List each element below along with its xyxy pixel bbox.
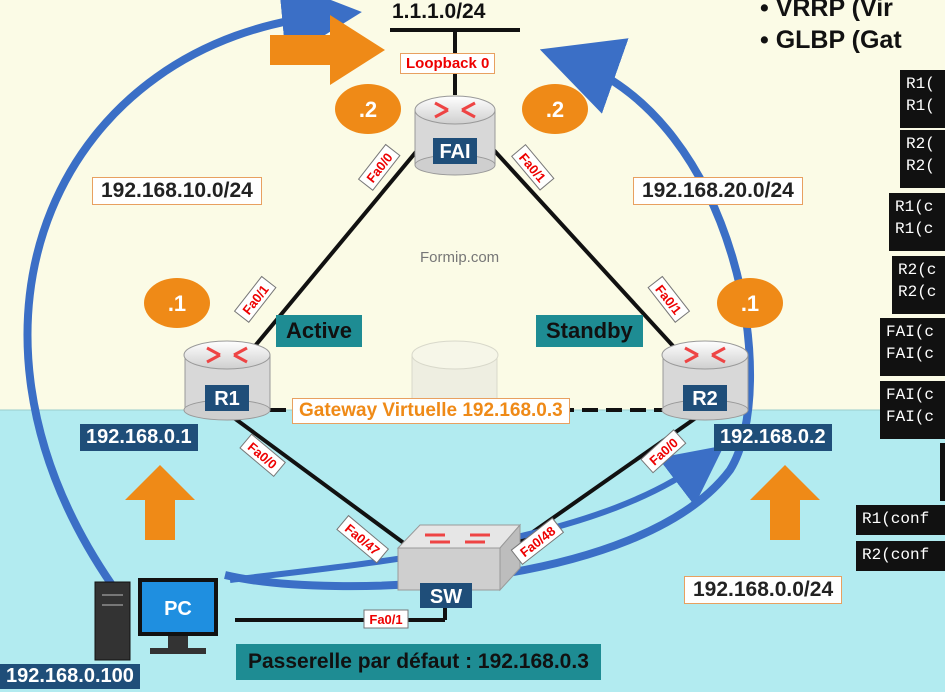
host-id-oval [335, 84, 401, 134]
cli-line: R1( [906, 97, 935, 115]
cli-line: R1( [906, 75, 935, 93]
pc-ip-label: 192.168.0.100 [0, 664, 140, 689]
r1-ip-label: 192.168.0.1 [80, 424, 198, 451]
cli-line: R2(conf [862, 546, 930, 564]
host-id-label: .1 [741, 291, 759, 316]
network-left-label: 192.168.10.0/24 [92, 177, 262, 205]
cli-line: R1(c [895, 198, 934, 216]
network-lan-label: 192.168.0.0/24 [684, 576, 843, 604]
cli-line: R1(c [895, 220, 934, 238]
pc-icon[interactable]: PC [94, 578, 218, 661]
r1-role-badge: Active [276, 315, 363, 347]
cli-line: FAI(c [886, 323, 935, 341]
cli-line: R2(c [898, 261, 937, 279]
cli-line: FAI(c [886, 345, 935, 363]
orange-arrow-r1 [125, 465, 195, 540]
cli-line: R1(conf [862, 510, 930, 528]
cli-line: R2( [906, 157, 935, 175]
cli-line: FAI(c [886, 386, 935, 404]
loopback-label: Loopback 0 [400, 53, 496, 74]
iface-sw-fa01: Fa0/1 [369, 612, 402, 627]
top-subnet-label: 1.1.1.0/24 [392, 0, 486, 23]
orange-arrow-top [270, 15, 385, 85]
r2-role-badge: Standby [536, 315, 643, 347]
arrow-path-left [23, 0, 362, 588]
router-r1-label: R1 [214, 388, 240, 410]
pc-label: PC [164, 598, 192, 620]
default-gateway-label: Passerelle par défaut : 192.168.0.3 [236, 644, 601, 680]
r2-ip-label: 192.168.0.2 [714, 424, 832, 451]
router-fai-label: FAI [439, 141, 470, 163]
host-id-label: .1 [168, 291, 186, 316]
orange-arrow-r2 [750, 465, 820, 540]
cli-block: R1(R1( [900, 70, 945, 128]
host-id-label: .2 [359, 97, 377, 122]
link-fai-r2 [478, 133, 697, 372]
cli-block [940, 443, 945, 501]
router-r2[interactable]: R2 [661, 340, 749, 421]
bullet-glbp: • GLBP (Gat [760, 26, 902, 54]
watermark: Formip.com [420, 249, 500, 266]
bullet-vrrp: • VRRP (Vir [760, 0, 893, 23]
network-right-label: 192.168.20.0/24 [633, 177, 803, 205]
link-fai-r1 [233, 133, 432, 372]
cli-line: R2( [906, 135, 935, 153]
link-r1-sw [228, 413, 422, 557]
host-id-label: .2 [546, 97, 564, 122]
arrow-path-right [224, 38, 754, 591]
cli-block: R2(R2( [900, 130, 945, 188]
bullet-glbp-text: GLBP (Gat [775, 26, 902, 54]
switch-label: SW [430, 586, 462, 608]
cli-block: R2(conf [856, 541, 945, 571]
switch-sw[interactable]: SW [396, 523, 522, 608]
cli-block: R1(conf [856, 505, 945, 535]
bullet-vrrp-text: VRRP (Vir [775, 0, 893, 22]
router-r2-label: R2 [692, 388, 718, 410]
virtual-gateway-label: Gateway Virtuelle 192.168.0.3 [292, 398, 570, 424]
cli-line: R2(c [898, 283, 937, 301]
router-r1[interactable]: R1 [183, 340, 271, 421]
router-fai[interactable]: FAI [414, 95, 496, 176]
host-id-oval [522, 84, 588, 134]
host-id-oval [144, 278, 210, 328]
cli-line: FAI(c [886, 408, 935, 426]
host-id-oval [717, 278, 783, 328]
